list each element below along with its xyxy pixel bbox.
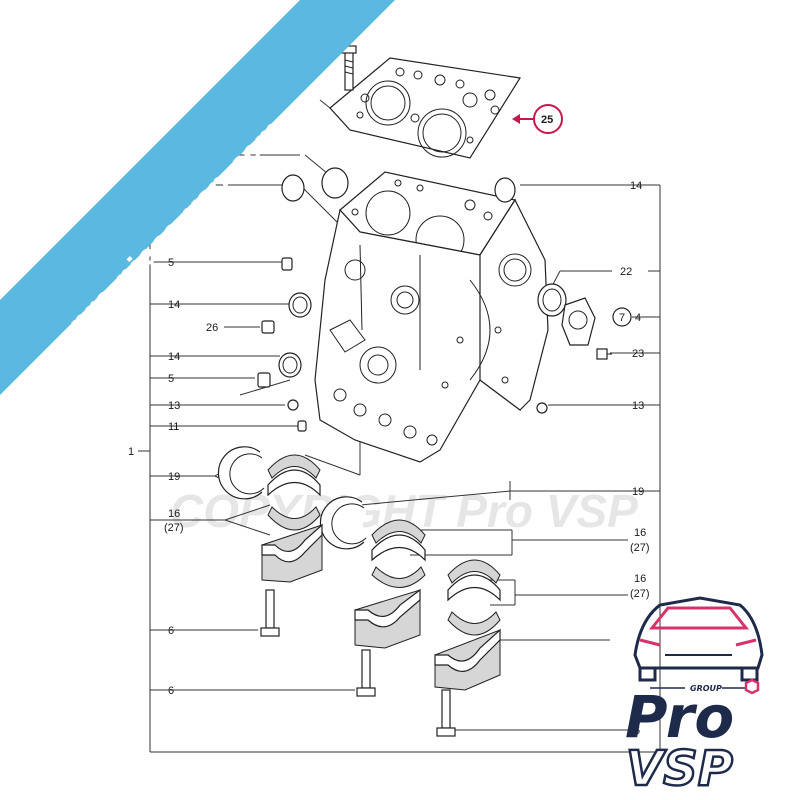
callout-1: 1 [128,446,134,458]
oil-seal-assembly[interactable] [537,283,632,360]
thrust-washers[interactable] [217,446,367,550]
bearing-cap-bolts[interactable] [260,589,456,737]
callout-22: 22 [620,266,632,278]
logo-group-label: GROUP [690,684,722,693]
logo-pro-text: Pro [625,683,734,751]
logo-vsp-text: VSP [626,741,733,797]
callout-5-a: 5 [168,257,174,269]
callout-14-top-right: 14 [630,180,642,192]
callout-16-left: 16 [168,508,180,520]
callout-25: 25 [541,114,553,126]
callout-23: 23 [632,348,644,360]
callout-27-left: (27) [164,522,184,534]
callout-6-c: 6 [634,725,640,737]
callout-11: 11 [168,421,179,433]
callout-7: 7 [619,312,625,324]
callout-13-right: 13 [632,400,644,412]
callout-4: 4 [635,312,641,324]
expansion-plugs[interactable] [278,167,516,378]
callout-19-left: 19 [168,471,180,483]
head-bolt[interactable] [341,45,357,91]
small-plugs[interactable] [257,257,548,432]
callout-14-b: 14 [168,351,180,363]
callout-26: 26 [206,322,218,334]
provsp-logo: GROUP Pro VSP [625,596,764,798]
callout-19-right: 19 [632,486,644,498]
callout-27-right: (27) [630,588,650,600]
callout-5-b: 5 [168,373,174,385]
callout-6-b: 6 [168,685,174,697]
callout-27-mid: (27) [630,542,650,554]
callout-frame [149,99,661,753]
callout-labels: 24 25 15 12 14 5 22 14 26 7 4 23 14 5 13… [128,43,650,737]
callout-16-right: 16 [634,573,646,585]
car-outline-icon [633,596,764,682]
callout-13-left: 13 [168,400,180,412]
callout-16-mid: 16 [634,527,646,539]
head-gasket[interactable] [329,57,521,159]
main-bearing-shells[interactable] [267,454,501,636]
main-bearing-caps[interactable] [261,523,501,691]
cylinder-block[interactable] [314,171,549,463]
callout-6-a: 6 [168,625,174,637]
callout-14-a: 14 [168,299,180,311]
logo-hexagon-icon [744,678,760,695]
